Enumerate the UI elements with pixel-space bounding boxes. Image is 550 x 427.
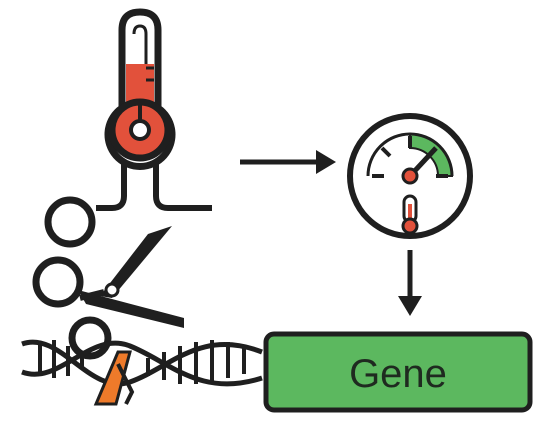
scissors-icon: [32, 196, 184, 360]
thermometer-icon: [96, 8, 212, 211]
pressure-gauge-icon: [347, 113, 473, 239]
gene-box: Gene: [263, 331, 533, 413]
down-arrow-icon: [398, 250, 422, 316]
dna-helix-icon: [21, 339, 263, 406]
gene-box-rect: [263, 331, 533, 413]
gene-label: Gene: [349, 352, 447, 396]
right-arrow-icon: [240, 150, 336, 174]
